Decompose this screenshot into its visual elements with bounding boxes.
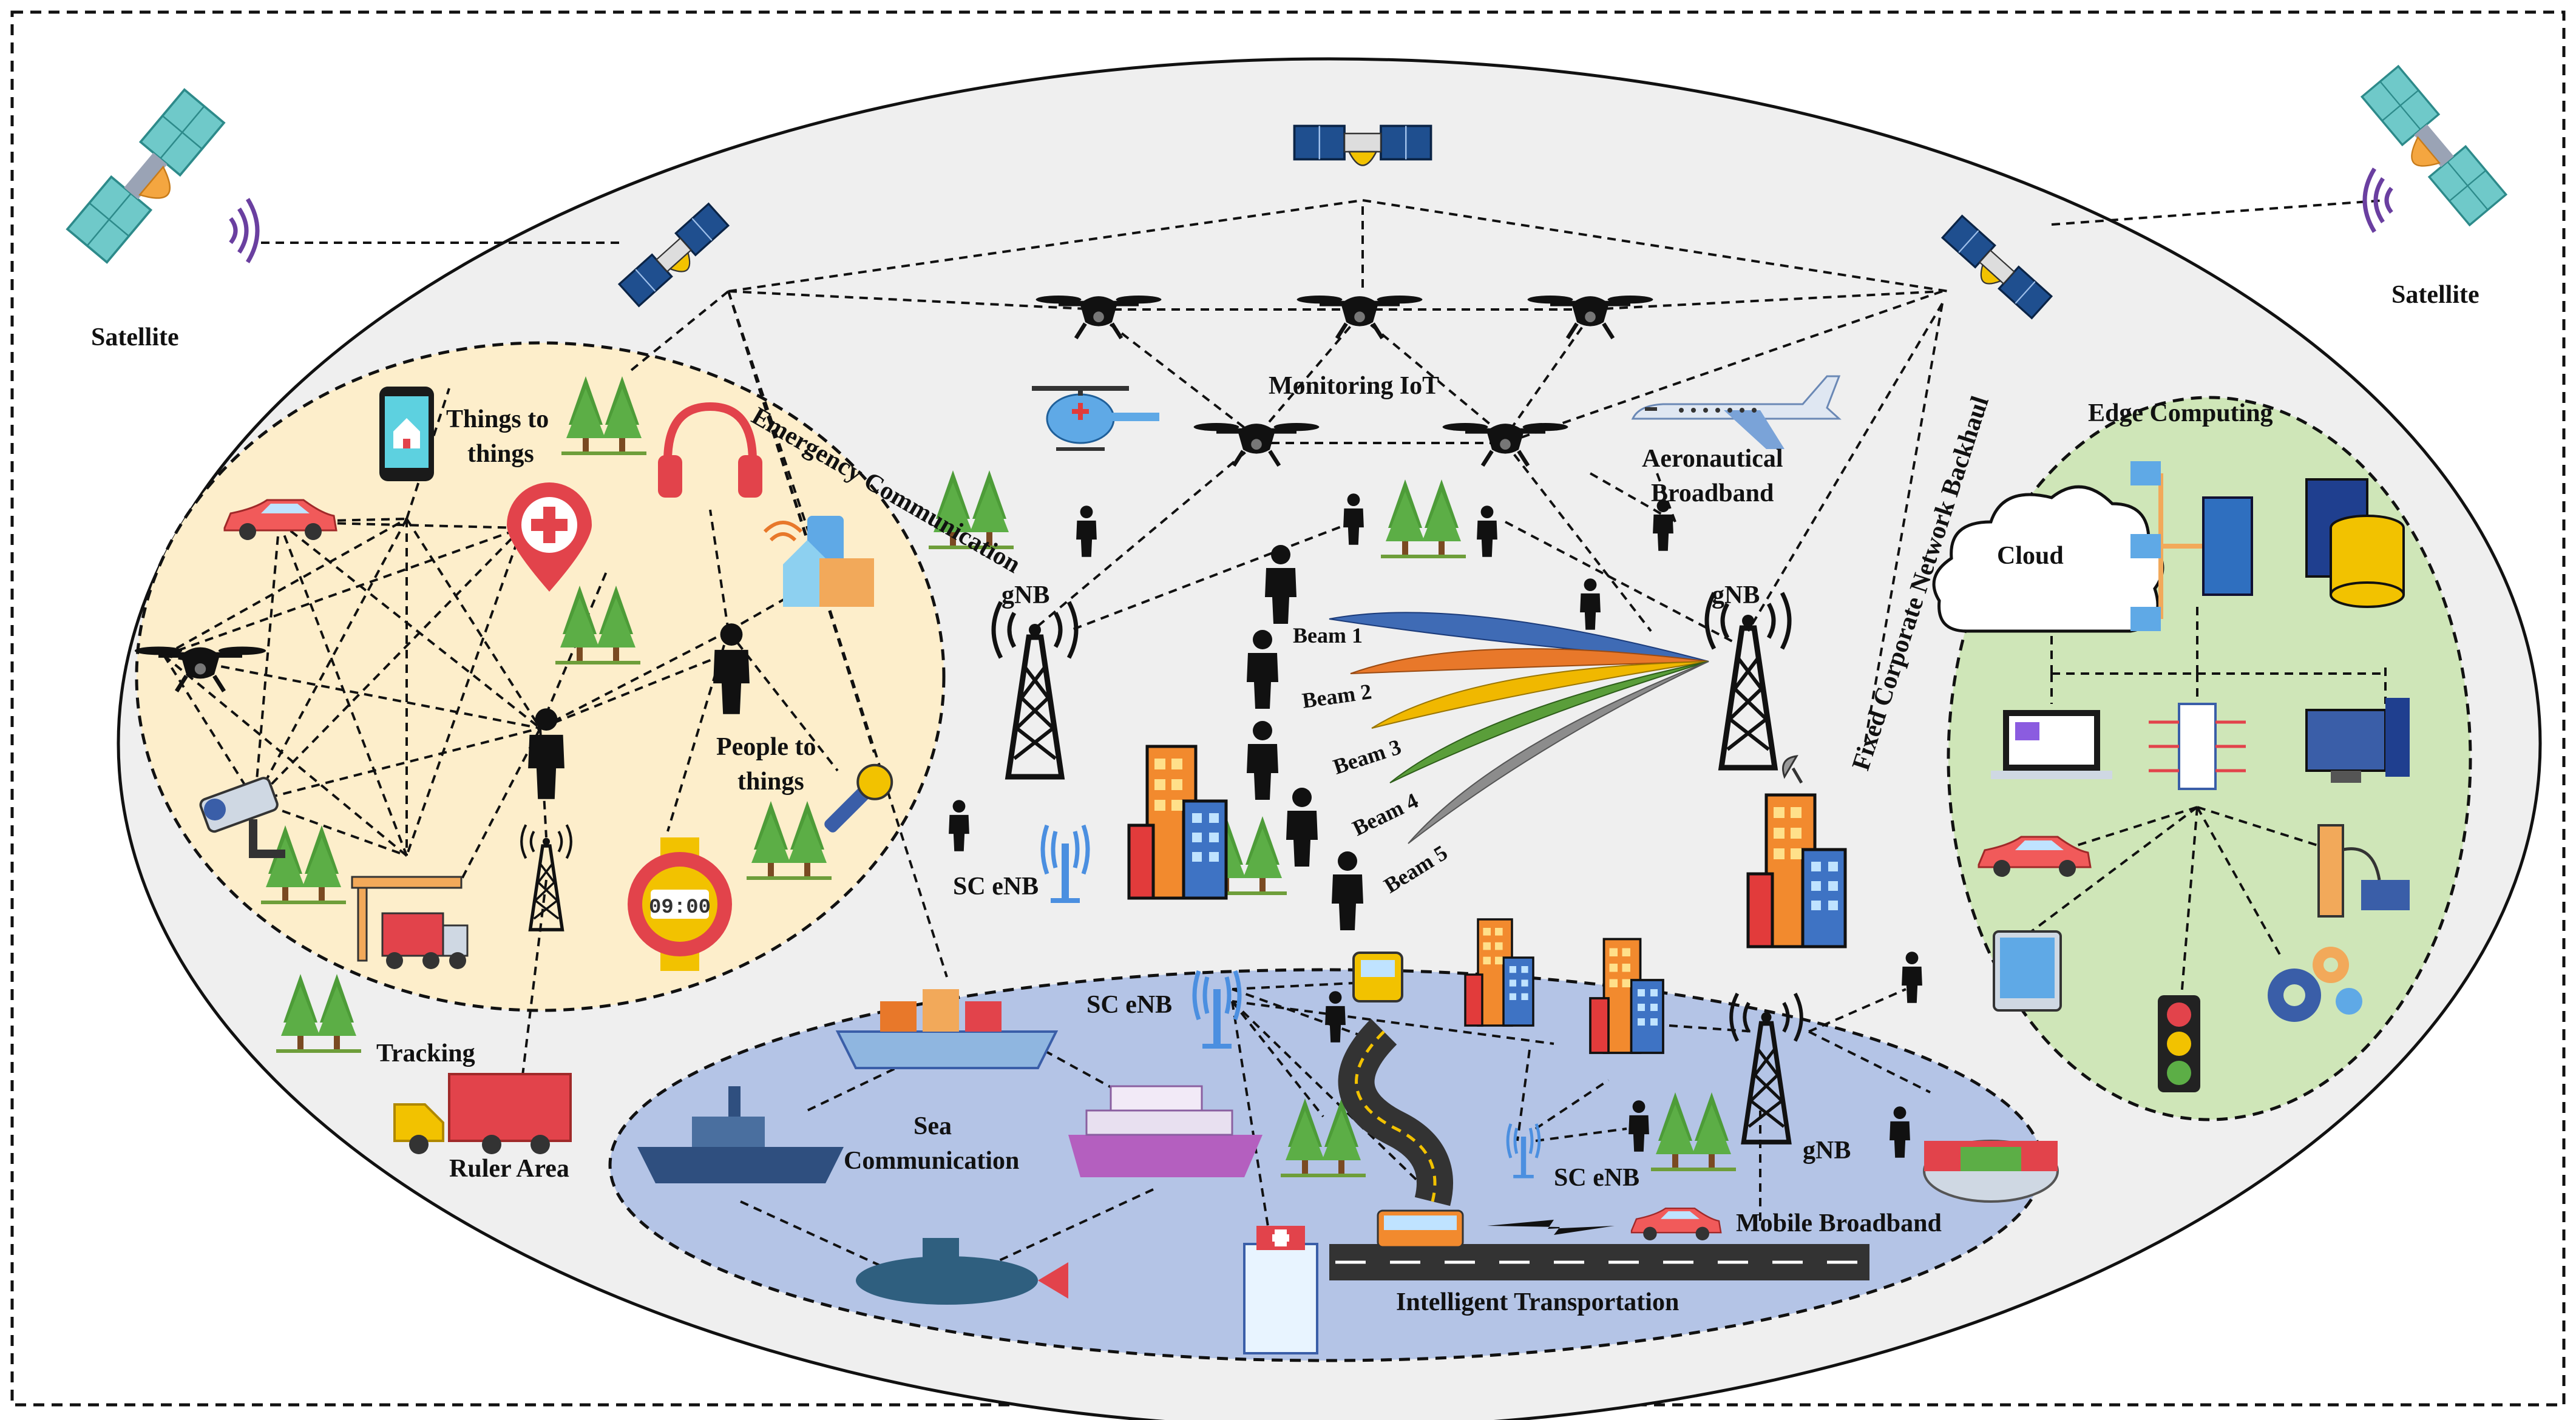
smartphone-icon xyxy=(379,387,434,481)
stadium-icon xyxy=(1923,1140,2059,1203)
label-gnb-right: gNB xyxy=(1712,581,1760,609)
outer-frame xyxy=(10,10,2566,1407)
satellite-dish-icon xyxy=(1782,755,1803,784)
cargo-ship-icon xyxy=(835,989,1059,1069)
satellite-left-icon xyxy=(66,88,228,266)
label-monitoring-iot: Monitoring IoT xyxy=(1269,372,1440,400)
server-network-icon xyxy=(2130,461,2253,631)
label-sc-enb-top: SC eNB xyxy=(1086,991,1173,1019)
traffic-light-icon xyxy=(2158,995,2200,1092)
label-ruler-area: Ruler Area xyxy=(449,1155,569,1183)
bus-icon xyxy=(1377,1209,1464,1248)
microphone-icon xyxy=(824,763,893,833)
label-sc-enb-left: SC eNB xyxy=(953,873,1039,901)
watch-time: 09:00 xyxy=(649,896,711,919)
iot-zone xyxy=(135,341,946,1012)
beam-3 xyxy=(1371,661,1709,729)
label-people-things: things xyxy=(737,768,804,796)
label-gnb-left: gNB xyxy=(1002,581,1050,609)
smartwatch-icon: 09:00 xyxy=(628,837,732,971)
submarine-icon xyxy=(856,1238,1068,1305)
label-gnb-bottom: gNB xyxy=(1803,1137,1851,1165)
label-mobile-broadband: Mobile Broadband xyxy=(1736,1209,1942,1237)
airplane-icon xyxy=(1631,375,1842,449)
navy-ship-icon xyxy=(637,1086,844,1183)
smart-home-icon xyxy=(763,516,874,607)
label-aeronautical: Aeronautical xyxy=(1642,445,1783,473)
label-things-to: Things to xyxy=(446,405,549,433)
label-satellite-left: Satellite xyxy=(91,323,179,351)
bus-icon xyxy=(1352,952,1403,1002)
database-icon xyxy=(2305,478,2405,608)
label-edge-computing: Edge Computing xyxy=(2088,399,2273,427)
label-things: things xyxy=(467,440,534,468)
communication-arrow-icon xyxy=(1487,1220,1615,1235)
charging-station-icon xyxy=(2317,824,2410,918)
label-satellite-right: Satellite xyxy=(2391,281,2479,309)
helicopter-icon xyxy=(1032,386,1159,451)
tablet-icon xyxy=(1993,930,2062,1012)
processor-chip-icon xyxy=(2149,703,2246,790)
satellite-left-waves-icon xyxy=(231,199,257,262)
label-intelligent-transportation: Intelligent Transportation xyxy=(1396,1288,1679,1316)
location-pin-icon xyxy=(507,482,592,592)
beam-5 xyxy=(1408,661,1709,844)
factory-crane-icon xyxy=(351,876,469,969)
label-sc-enb-bottom: SC eNB xyxy=(1554,1164,1640,1192)
headphones-icon xyxy=(658,402,762,498)
label-broadband: Broadband xyxy=(1651,479,1774,507)
cruise-ship-icon xyxy=(1068,1085,1263,1177)
winding-road-icon xyxy=(1338,1018,1453,1206)
laptop-icon xyxy=(1991,710,2112,779)
beam-label: Beam 1 xyxy=(1293,623,1363,647)
label-sea-communication: Communication xyxy=(844,1147,1020,1175)
beam-4 xyxy=(1389,661,1709,783)
label-people-to: People to xyxy=(716,733,816,761)
label-cloud: Cloud xyxy=(1997,542,2064,570)
label-sea: Sea xyxy=(913,1112,952,1140)
desktop-computer-icon xyxy=(2305,698,2410,783)
hospital-icon xyxy=(1243,1226,1318,1354)
truck-icon xyxy=(393,1073,572,1154)
gears-icon xyxy=(2268,947,2362,1022)
label-tracking: Tracking xyxy=(376,1040,475,1067)
security-camera-icon xyxy=(199,777,285,858)
satellite-right-icon xyxy=(2359,65,2507,228)
beam-2 xyxy=(1350,648,1709,674)
beam-group xyxy=(1329,612,1709,844)
